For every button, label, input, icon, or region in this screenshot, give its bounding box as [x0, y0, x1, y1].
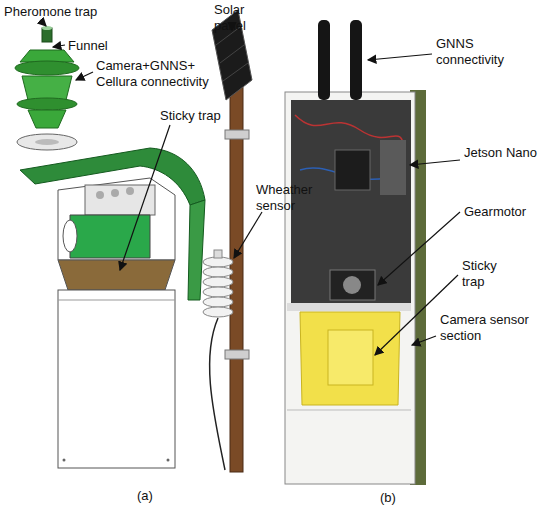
part-label: Solar panel: [214, 2, 274, 34]
part-label: Pheromone trap: [4, 4, 134, 20]
part-label: Funnel: [68, 38, 128, 54]
part-label: Sticky trap: [160, 108, 250, 124]
part-label: Jetson Nano: [464, 145, 544, 161]
part-label: GNNS connectivity: [436, 36, 536, 68]
figure-label: (a): [137, 488, 177, 504]
figure-label: (b): [380, 490, 420, 506]
part-label: Camera sensor section: [440, 312, 546, 344]
part-label: Camera+GNNS+ Cellura connectivity: [96, 58, 216, 90]
part-label: Gearmotor: [464, 204, 544, 220]
part-label: Sticky trap: [462, 258, 522, 290]
part-label: Wheather sensor: [256, 182, 326, 214]
